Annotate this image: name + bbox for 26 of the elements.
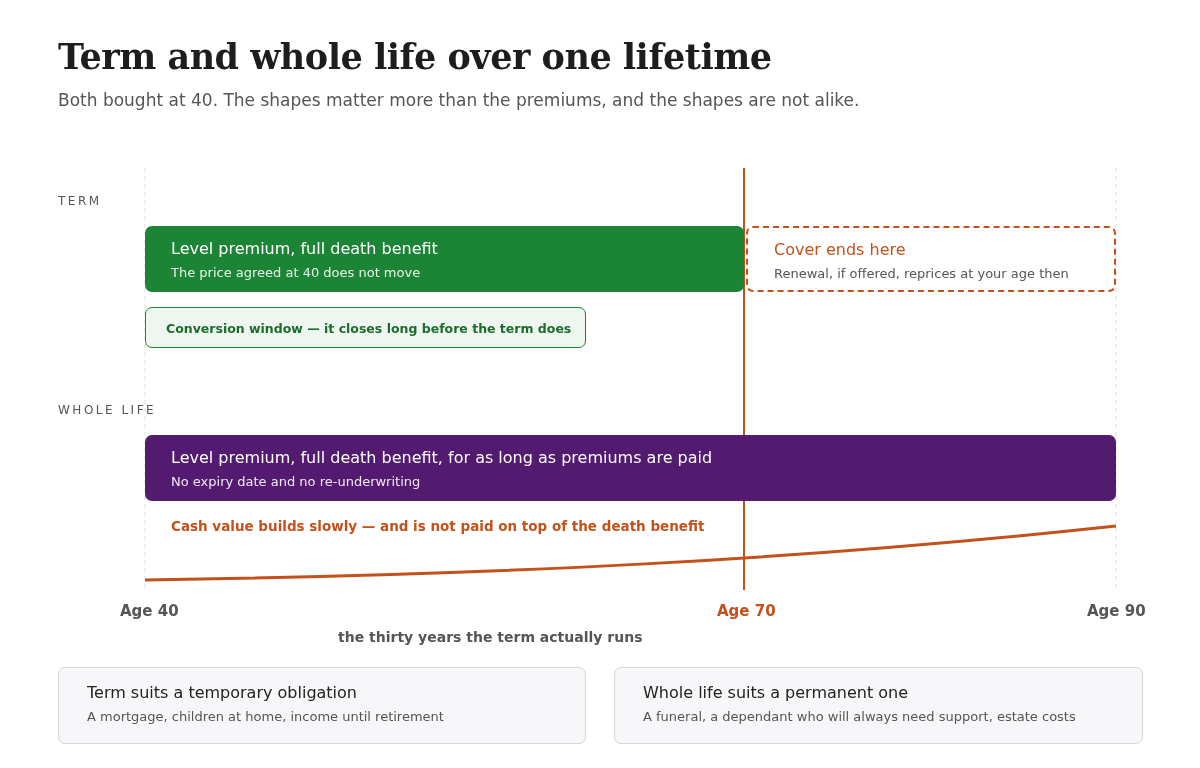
section-label: WHOLE LIFE [58,403,157,417]
card-title: Term suits a temporary obligation [87,682,358,704]
whole-life-coverage-bar [145,435,1116,501]
cover-end-box [746,226,1116,292]
box-title: Cover ends here [774,239,907,261]
subtitle: Both bought at 40. The shapes matter more than the premiums, and the shapes are not alike. [58,90,860,110]
chart-title: Term and whole life over one lifetime [58,36,772,77]
span-note: the thirty years the term actually runs [338,629,643,645]
axis-label: Age 70 [717,602,776,620]
axis-label: Age 40 [120,602,179,620]
axis-label: Age 90 [1087,602,1146,620]
summary-card [58,667,586,744]
box-text: Conversion window — it closes long before the term does [166,320,573,338]
card-text: A funeral, a dependant who will always need support, estate costs [643,708,1077,726]
bar-title: Level premium, full death benefit [171,238,439,260]
conversion-window-box [145,307,586,348]
summary-card [614,667,1143,744]
curve-label: Cash value builds slowly — and is not paid on top of the death benefit [171,518,705,534]
term-coverage-bar [145,226,744,292]
card-text: A mortgage, children at home, income until retirement [87,708,445,726]
bar-subtitle: The price agreed at 40 does not move [171,264,422,282]
section-label: TERM [58,194,102,208]
card-title: Whole life suits a permanent one [643,682,910,704]
bar-subtitle: No expiry date and no re-underwriting [171,473,422,491]
bar-title: Level premium, full death benefit, for as long as premiums are paid [171,447,714,469]
box-note: Renewal, if offered, reprices at your age then [774,265,1070,283]
